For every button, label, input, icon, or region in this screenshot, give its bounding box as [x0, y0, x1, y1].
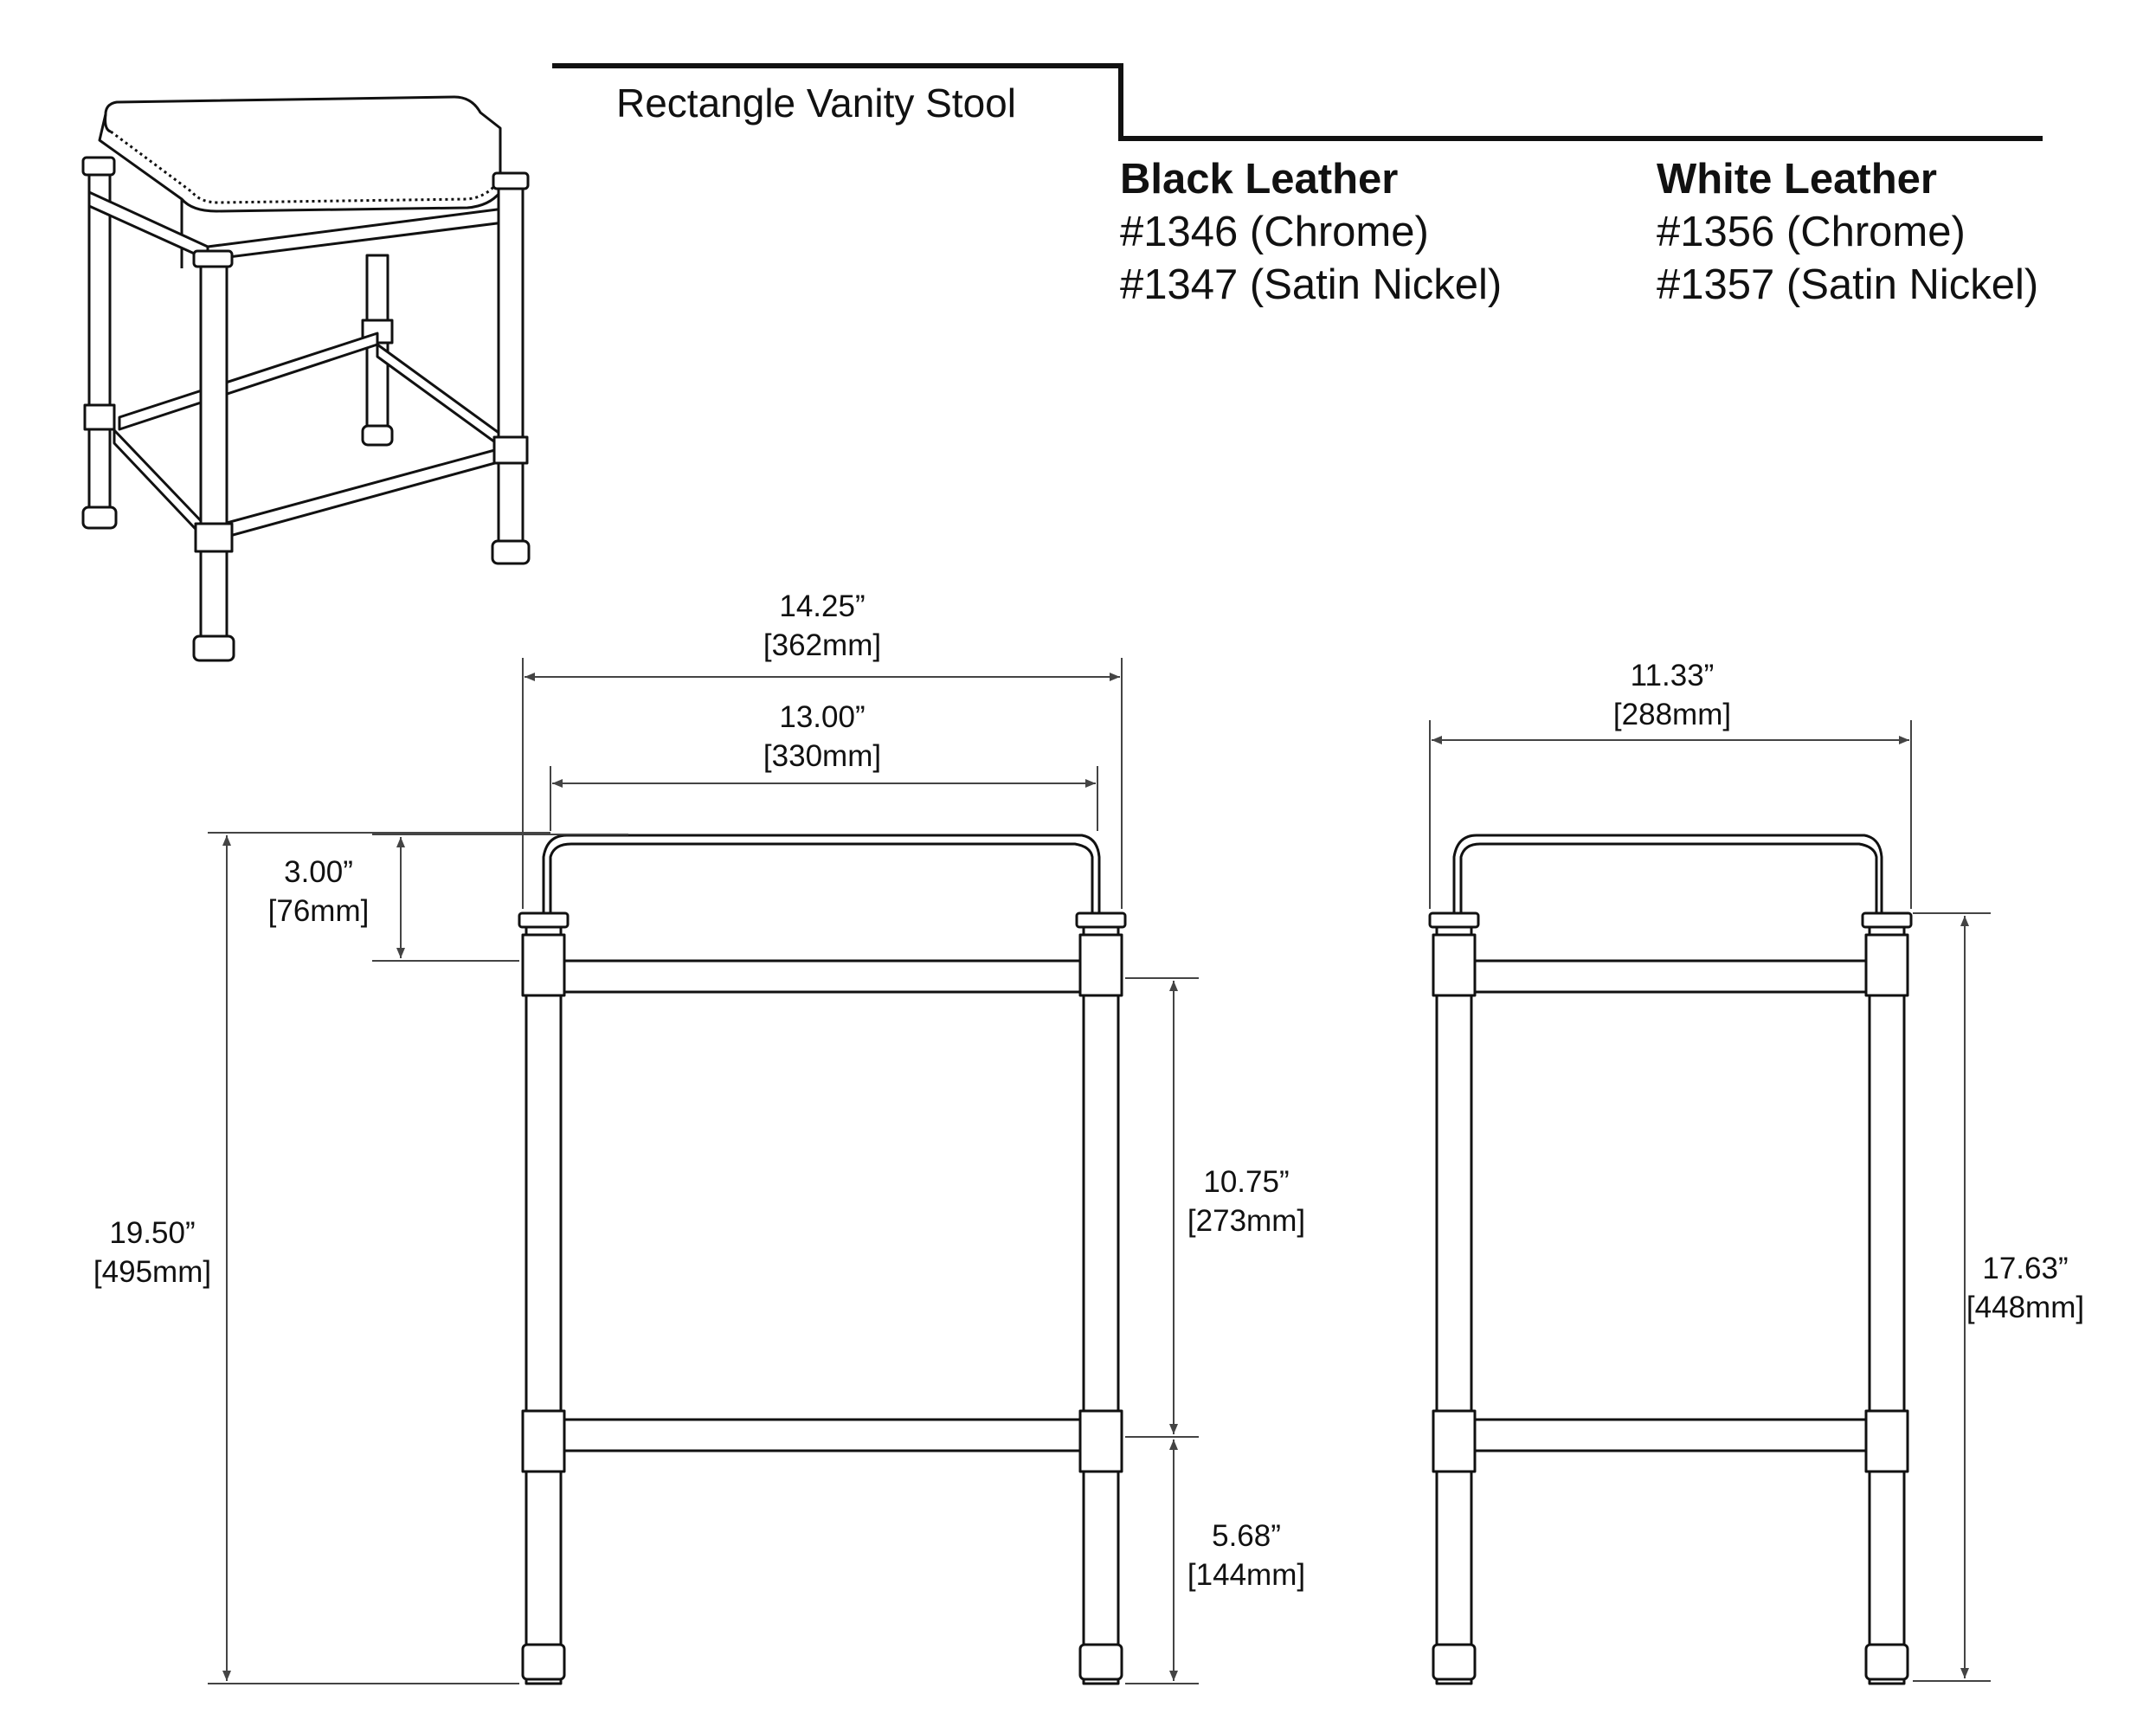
dim-mm: [330mm]	[763, 739, 882, 773]
dim-inches: 3.00”	[284, 855, 353, 889]
dim-mm: [288mm]	[1612, 698, 1732, 731]
dim-frame-height: 17.63” [448mm]	[1930, 1249, 2121, 1327]
dim-depth: 11.33” [288mm]	[1577, 656, 1767, 734]
dim-inches: 14.25”	[779, 589, 866, 623]
dim-mm: [144mm]	[1187, 1558, 1306, 1592]
variant-sku: #1357 (Satin Nickel)	[1657, 261, 2039, 308]
dimension-arrowheads	[222, 673, 1969, 1681]
dim-inches: 10.75”	[1203, 1165, 1290, 1199]
dim-overall-height: 19.50” [495mm]	[57, 1214, 248, 1291]
dim-mm: [76mm]	[267, 894, 370, 928]
dimension-lines	[208, 658, 1991, 1684]
dim-inches: 19.50”	[109, 1216, 196, 1250]
dim-lower-rail-height: 5.68” [144mm]	[1151, 1517, 1342, 1594]
dim-mm: [495mm]	[93, 1255, 212, 1289]
dim-seat-width: 13.00” [330mm]	[727, 698, 917, 776]
front-view	[518, 834, 1127, 1685]
variant-name: Black Leather	[1120, 156, 1399, 203]
dim-inches: 13.00”	[779, 700, 866, 734]
variant-black-leather: Black Leather #1346 (Chrome) #1347 (Sati…	[1120, 153, 1502, 312]
variant-white-leather: White Leather #1356 (Chrome) #1357 (Sati…	[1657, 153, 2038, 312]
dim-mm: [273mm]	[1187, 1204, 1306, 1238]
product-title: Rectangle Vanity Stool	[616, 81, 1016, 126]
variant-sku: #1356 (Chrome)	[1657, 209, 1966, 255]
variant-sku: #1346 (Chrome)	[1120, 209, 1429, 255]
dim-mm: [362mm]	[763, 628, 882, 662]
side-view	[1428, 834, 1913, 1685]
dim-mm: [448mm]	[1966, 1291, 2085, 1324]
dim-inches: 11.33”	[1630, 659, 1715, 692]
dim-seat-height: 3.00” [76mm]	[223, 853, 414, 931]
title-frame	[552, 63, 2043, 141]
dim-upper-rail-gap: 10.75” [273mm]	[1151, 1162, 1342, 1240]
dim-overall-width: 14.25” [362mm]	[727, 587, 917, 665]
perspective-view	[81, 95, 531, 662]
dim-inches: 17.63”	[1982, 1252, 2069, 1285]
variant-sku: #1347 (Satin Nickel)	[1120, 261, 1503, 308]
variant-name: White Leather	[1657, 156, 1937, 203]
dim-inches: 5.68”	[1212, 1519, 1281, 1553]
